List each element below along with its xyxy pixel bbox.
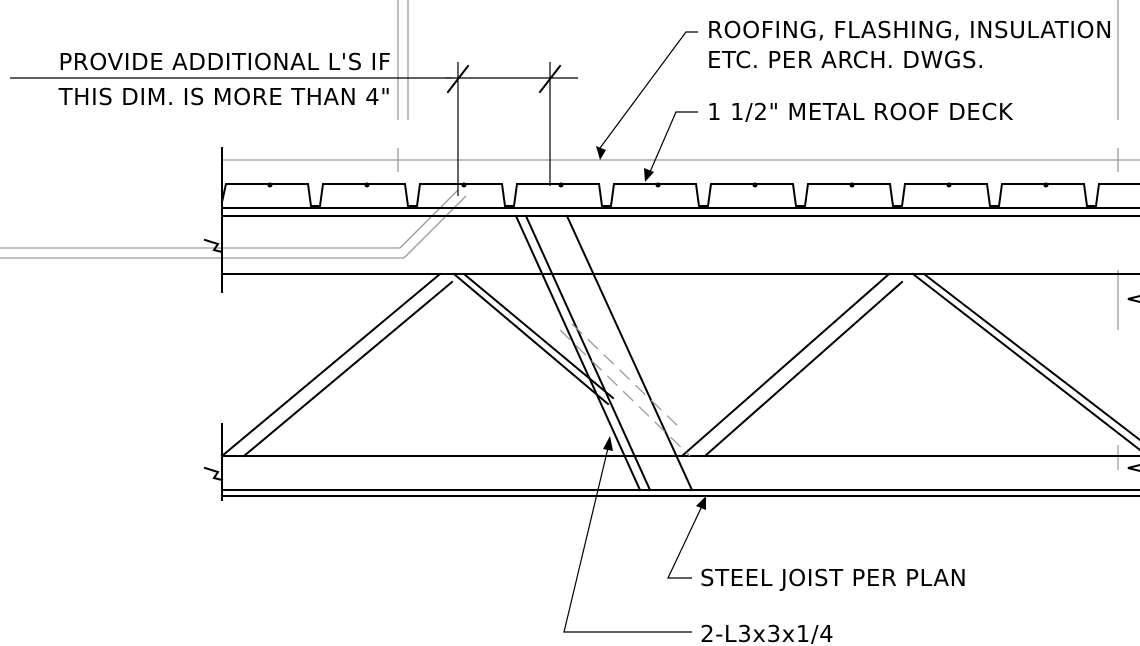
deck-rib-mark	[558, 182, 564, 188]
metal-roof-deck	[220, 182, 1140, 207]
roofing-label-line-2: ETC. PER ARCH. DWGS.	[707, 48, 985, 74]
deck-rib-mark	[946, 182, 952, 188]
deck-rib-mark	[752, 182, 758, 188]
web-members	[220, 272, 1140, 458]
deck-label: 1 1/2" METAL ROOF DECK	[707, 100, 1014, 126]
dimension	[445, 62, 578, 196]
leaders	[10, 31, 706, 633]
deck-rib-mark	[267, 182, 273, 188]
note-line-1: PROVIDE ADDITIONAL L'S IF	[58, 50, 391, 76]
deck-rib-mark	[364, 182, 370, 188]
deck-rib-mark	[655, 182, 661, 188]
deck-rib-mark	[849, 182, 855, 188]
added-angle-members	[514, 214, 694, 492]
deck-rib-mark	[1043, 182, 1049, 188]
deck-rib-mark	[461, 182, 467, 188]
annotations: PROVIDE ADDITIONAL L'S IF THIS DIM. IS M…	[58, 18, 1113, 646]
angles-label: 2-L3x3x1/4	[700, 622, 834, 646]
roofing-label-line-1: ROOFING, FLASHING, INSULATION	[707, 18, 1113, 44]
bottom-chord	[203, 423, 1140, 501]
note-line-2: THIS DIM. IS MORE THAN 4"	[58, 85, 392, 111]
reference-lines	[0, 0, 1140, 470]
top-chord	[203, 147, 1140, 304]
joist-label: STEEL JOIST PER PLAN	[700, 566, 967, 592]
